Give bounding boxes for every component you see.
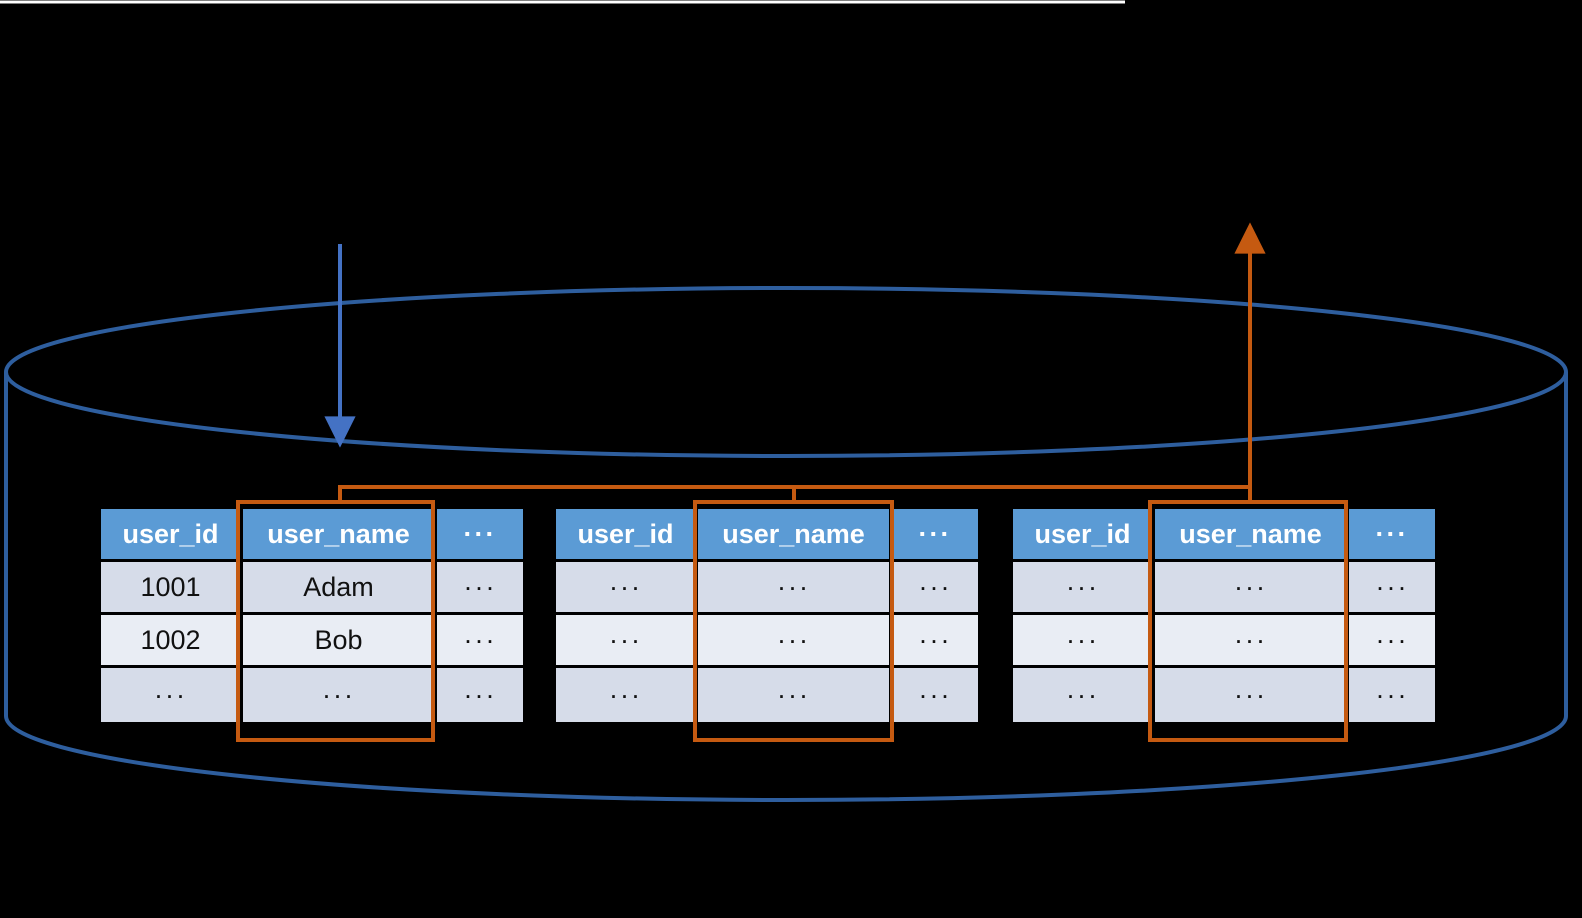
table-row[interactable]: 1002 Bob ··· [101,615,523,665]
table-row[interactable]: ··· ··· ··· [1013,668,1435,722]
column-header-user-id[interactable]: user_id [101,509,240,559]
cell-more: ··· [437,615,523,665]
column-connector-bus [338,485,1250,500]
cell-user-name: ··· [1155,562,1346,612]
cell-user-name: ··· [1155,668,1346,722]
table-row[interactable]: ··· ··· ··· [1013,562,1435,612]
cell-more: ··· [437,668,523,722]
cell-user-id: ··· [1013,615,1152,665]
highlight-user-name-table-3 [1148,500,1348,742]
column-header-more[interactable]: ··· [892,509,978,559]
cell-more: ··· [1349,615,1435,665]
cell-user-id: ··· [556,615,695,665]
table-row[interactable]: ··· ··· ··· [556,562,978,612]
cell-user-name: Bob [243,615,434,665]
table-row[interactable]: ··· ··· ··· [101,668,523,722]
cell-user-name: ··· [1155,615,1346,665]
column-header-user-name[interactable]: user_name [243,509,434,559]
cell-user-id: ··· [1013,562,1152,612]
cell-user-id: 1001 [101,562,240,612]
cylinder-top-ellipse [4,286,1568,458]
cell-more: ··· [1349,668,1435,722]
cell-more: ··· [1349,562,1435,612]
cell-user-name: ··· [698,668,889,722]
column-header-more[interactable]: ··· [437,509,523,559]
table-row[interactable]: ··· ··· ··· [556,615,978,665]
table-row[interactable]: ··· ··· ··· [556,668,978,722]
cell-user-name: Adam [243,562,434,612]
table-row[interactable]: ··· ··· ··· [1013,615,1435,665]
cell-user-id: ··· [556,562,695,612]
cell-more: ··· [892,615,978,665]
cell-user-name: ··· [243,668,434,722]
table-header-row: user_id user_name ··· [101,509,523,559]
column-header-user-id[interactable]: user_id [1013,509,1152,559]
table-row[interactable]: 1001 Adam ··· [101,562,523,612]
cell-more: ··· [892,562,978,612]
highlight-user-name-table-2 [693,500,894,742]
cell-user-name: ··· [698,562,889,612]
cell-user-name: ··· [698,615,889,665]
cell-user-id: ··· [1013,668,1152,722]
highlight-user-name-table-1 [236,500,435,742]
table-header-row: user_id user_name ··· [556,509,978,559]
user-table-shard-2: user_id user_name ··· ··· ··· ··· ··· ··… [556,509,978,722]
column-header-user-name[interactable]: user_name [1155,509,1346,559]
column-header-more[interactable]: ··· [1349,509,1435,559]
user-table-shard-3: user_id user_name ··· ··· ··· ··· ··· ··… [1013,509,1435,722]
cell-more: ··· [437,562,523,612]
column-header-user-id[interactable]: user_id [556,509,695,559]
cell-user-id: ··· [101,668,240,722]
table-header-row: user_id user_name ··· [1013,509,1435,559]
cell-user-id: 1002 [101,615,240,665]
cell-user-id: ··· [556,668,695,722]
cell-more: ··· [892,668,978,722]
user-table-shard-1: user_id user_name ··· 1001 Adam ··· 1002… [101,509,523,722]
column-header-user-name[interactable]: user_name [698,509,889,559]
